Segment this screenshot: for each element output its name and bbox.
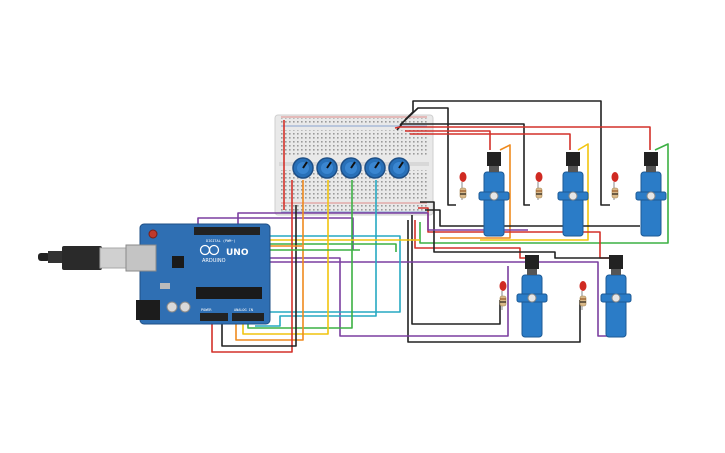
servo-motor[interactable] xyxy=(516,255,548,338)
resistor-icon xyxy=(579,295,587,307)
resistor[interactable] xyxy=(535,187,543,199)
servo-motor[interactable] xyxy=(635,152,667,237)
resistor[interactable] xyxy=(579,295,587,307)
crystal xyxy=(160,283,170,289)
usb-chip xyxy=(172,256,184,268)
wires xyxy=(197,100,669,353)
servo-motor[interactable] xyxy=(557,152,589,237)
servo-horn-icon xyxy=(646,191,656,201)
led-icon xyxy=(535,172,543,182)
wire-red[interactable] xyxy=(405,130,491,150)
potentiometer[interactable] xyxy=(388,157,410,179)
wire-yellow[interactable] xyxy=(480,143,589,241)
leds-and-resistors xyxy=(459,172,619,310)
breadboard-top-rail xyxy=(281,118,427,125)
servo-horn-icon xyxy=(527,293,537,303)
wire-cyan[interactable] xyxy=(255,180,377,327)
potentiometers xyxy=(292,157,410,179)
servo-motor[interactable] xyxy=(478,152,510,237)
servos xyxy=(478,152,667,338)
servo-horn-icon xyxy=(568,191,578,201)
potentiometer[interactable] xyxy=(340,157,362,179)
brand-text: ARDUINO xyxy=(202,258,226,264)
power-jack xyxy=(136,300,160,320)
wire-black[interactable] xyxy=(411,215,501,325)
wire-black[interactable] xyxy=(399,107,456,206)
usb-port xyxy=(125,244,157,272)
led-icon xyxy=(499,281,507,291)
wire-red[interactable] xyxy=(211,180,293,353)
resistor[interactable] xyxy=(459,187,467,199)
servo-horn-icon xyxy=(489,191,499,201)
servo-motor[interactable] xyxy=(600,255,632,338)
wire-purple[interactable] xyxy=(265,261,612,337)
wire-black[interactable] xyxy=(425,209,640,227)
wire-orange[interactable] xyxy=(235,180,304,341)
potentiometer[interactable] xyxy=(364,157,386,179)
resistor[interactable] xyxy=(611,187,619,199)
reset-button[interactable] xyxy=(148,229,158,239)
capacitor xyxy=(179,301,191,313)
arduino-logo-icon xyxy=(199,244,220,256)
wire-black[interactable] xyxy=(396,123,530,206)
wire-yellow[interactable] xyxy=(242,180,329,335)
led-icon xyxy=(579,281,587,291)
potentiometer[interactable] xyxy=(292,157,314,179)
analog-label: ANALOG IN xyxy=(234,308,253,312)
wire-red[interactable] xyxy=(394,126,651,150)
digital-header[interactable] xyxy=(194,227,260,235)
resistor[interactable] xyxy=(499,295,507,307)
led-icon xyxy=(459,172,467,182)
analog-header[interactable] xyxy=(232,313,264,321)
wire-orange[interactable] xyxy=(440,144,511,239)
power-label: POWER xyxy=(201,308,212,312)
wire-black[interactable] xyxy=(420,201,610,259)
atmega-chip xyxy=(196,287,262,299)
servo-horn-icon xyxy=(611,293,621,303)
resistor-icon xyxy=(611,187,619,199)
wire-green[interactable] xyxy=(419,143,669,244)
capacitor xyxy=(166,301,178,313)
breadboard-bottom-rail xyxy=(281,204,427,211)
led-icon xyxy=(611,172,619,182)
arduino-uno-board[interactable]: ARDUINO UNO POWER ANALOG IN DIGITAL (PWM… xyxy=(125,223,271,325)
wire-purple[interactable] xyxy=(197,217,354,250)
wire-black[interactable] xyxy=(407,220,581,343)
wire-black[interactable] xyxy=(221,205,297,347)
resistor-icon xyxy=(499,295,507,307)
wire-red[interactable] xyxy=(414,220,530,259)
wire-purple[interactable] xyxy=(262,257,509,337)
model-text: UNO xyxy=(226,248,249,258)
wire-green[interactable] xyxy=(252,243,397,252)
wire-red[interactable] xyxy=(410,133,571,150)
breadboard-upper-terminals xyxy=(281,130,427,156)
power-header[interactable] xyxy=(200,313,228,321)
potentiometer[interactable] xyxy=(316,157,338,179)
resistor-icon xyxy=(535,187,543,199)
resistor-icon xyxy=(459,187,467,199)
digital-label: DIGITAL (PWM~) xyxy=(206,239,236,243)
wire-purple[interactable] xyxy=(237,212,528,231)
